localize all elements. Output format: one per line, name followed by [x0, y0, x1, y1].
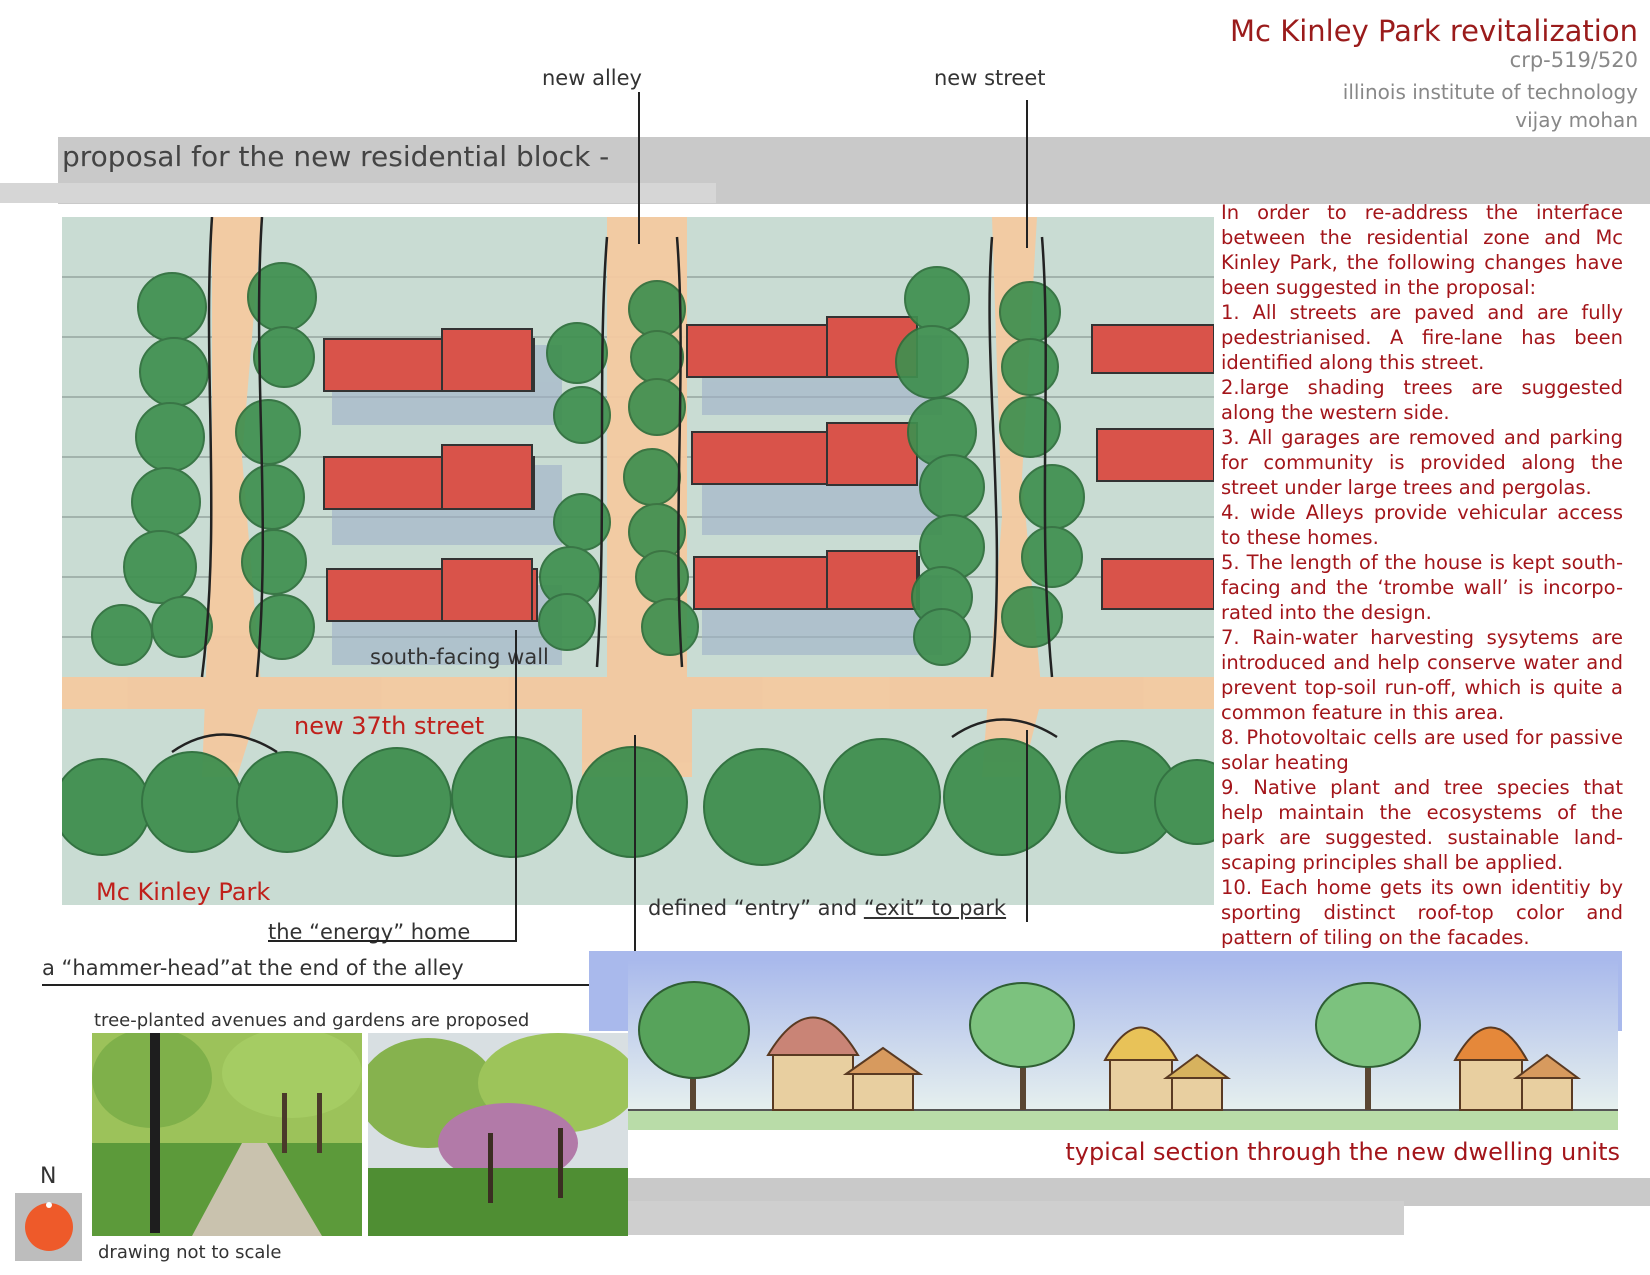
- section-heading: proposal for the new residential block -: [62, 140, 610, 173]
- photo-garden: [368, 1033, 628, 1236]
- section-caption: typical section through the new dwelling…: [1065, 1138, 1620, 1166]
- label-south-facing-wall: south-facing wall: [370, 645, 549, 669]
- course-code: crp-519/520: [1509, 48, 1638, 72]
- notes-item: 5. The length of the house is kept south…: [1221, 551, 1623, 624]
- callout-line-alley: [638, 92, 640, 244]
- north-label: N: [40, 1164, 57, 1189]
- callout-line-street: [1026, 100, 1028, 248]
- notes-item: 3. All garages are removed and parking f…: [1221, 426, 1623, 499]
- notes-item: 2.large shading trees are suggested alon…: [1221, 376, 1623, 424]
- callout-line-energy-horizontal: [268, 940, 517, 942]
- label-entry-exit: defined “entry” and “exit” to park: [648, 896, 1006, 920]
- notes-item: 9. Native plant and tree species that he…: [1221, 776, 1623, 874]
- notes-item: 10. Each home gets its own identitiy by …: [1221, 876, 1623, 949]
- label-mc-kinley-park: Mc Kinley Park: [96, 878, 271, 906]
- author-name: vijay mohan: [1515, 108, 1638, 132]
- label-entry-exit-link: “exit” to park: [863, 896, 1007, 920]
- label-entry-exit-prefix: defined “entry” and: [648, 896, 864, 920]
- label-new-37th-street: new 37th street: [294, 712, 485, 740]
- callout-line-energy-vertical: [515, 630, 517, 942]
- notes-item: 4. wide Alleys provide vehicular access …: [1221, 501, 1623, 549]
- north-compass: [15, 1193, 82, 1261]
- notes-item: 8. Photovoltaic cells are used for passi…: [1221, 726, 1623, 774]
- header-underline-band: [0, 183, 716, 203]
- notes-intro: In order to re-address the interface bet…: [1221, 201, 1623, 299]
- proposal-notes: In order to re-address the interface bet…: [1221, 200, 1623, 950]
- photo-tree-avenue: [92, 1033, 362, 1236]
- callout-line-exit-vertical: [1026, 730, 1028, 922]
- label-new-alley: new alley: [542, 66, 642, 90]
- scale-note: drawing not to scale: [98, 1242, 282, 1263]
- page-title: Mc Kinley Park revitalization: [1230, 14, 1638, 48]
- callout-line-hammer-vertical: [634, 735, 636, 986]
- photos-caption: tree-planted avenues and gardens are pro…: [94, 1010, 530, 1031]
- footer-underline-band: [628, 1201, 1404, 1235]
- institution-name: illinois institute of technology: [1342, 80, 1638, 104]
- label-hammer-head: a “hammer-head”at the end of the alley: [42, 956, 464, 980]
- section-drawing: [628, 960, 1618, 1130]
- site-plan: [62, 217, 1214, 905]
- notes-item: 7. Rain-water harvesting sysytems are in…: [1221, 626, 1623, 724]
- callout-line-hammer-horizontal: [42, 984, 636, 986]
- label-new-street: new street: [934, 66, 1046, 90]
- notes-item: 1. All streets are paved and are fully p…: [1221, 301, 1623, 374]
